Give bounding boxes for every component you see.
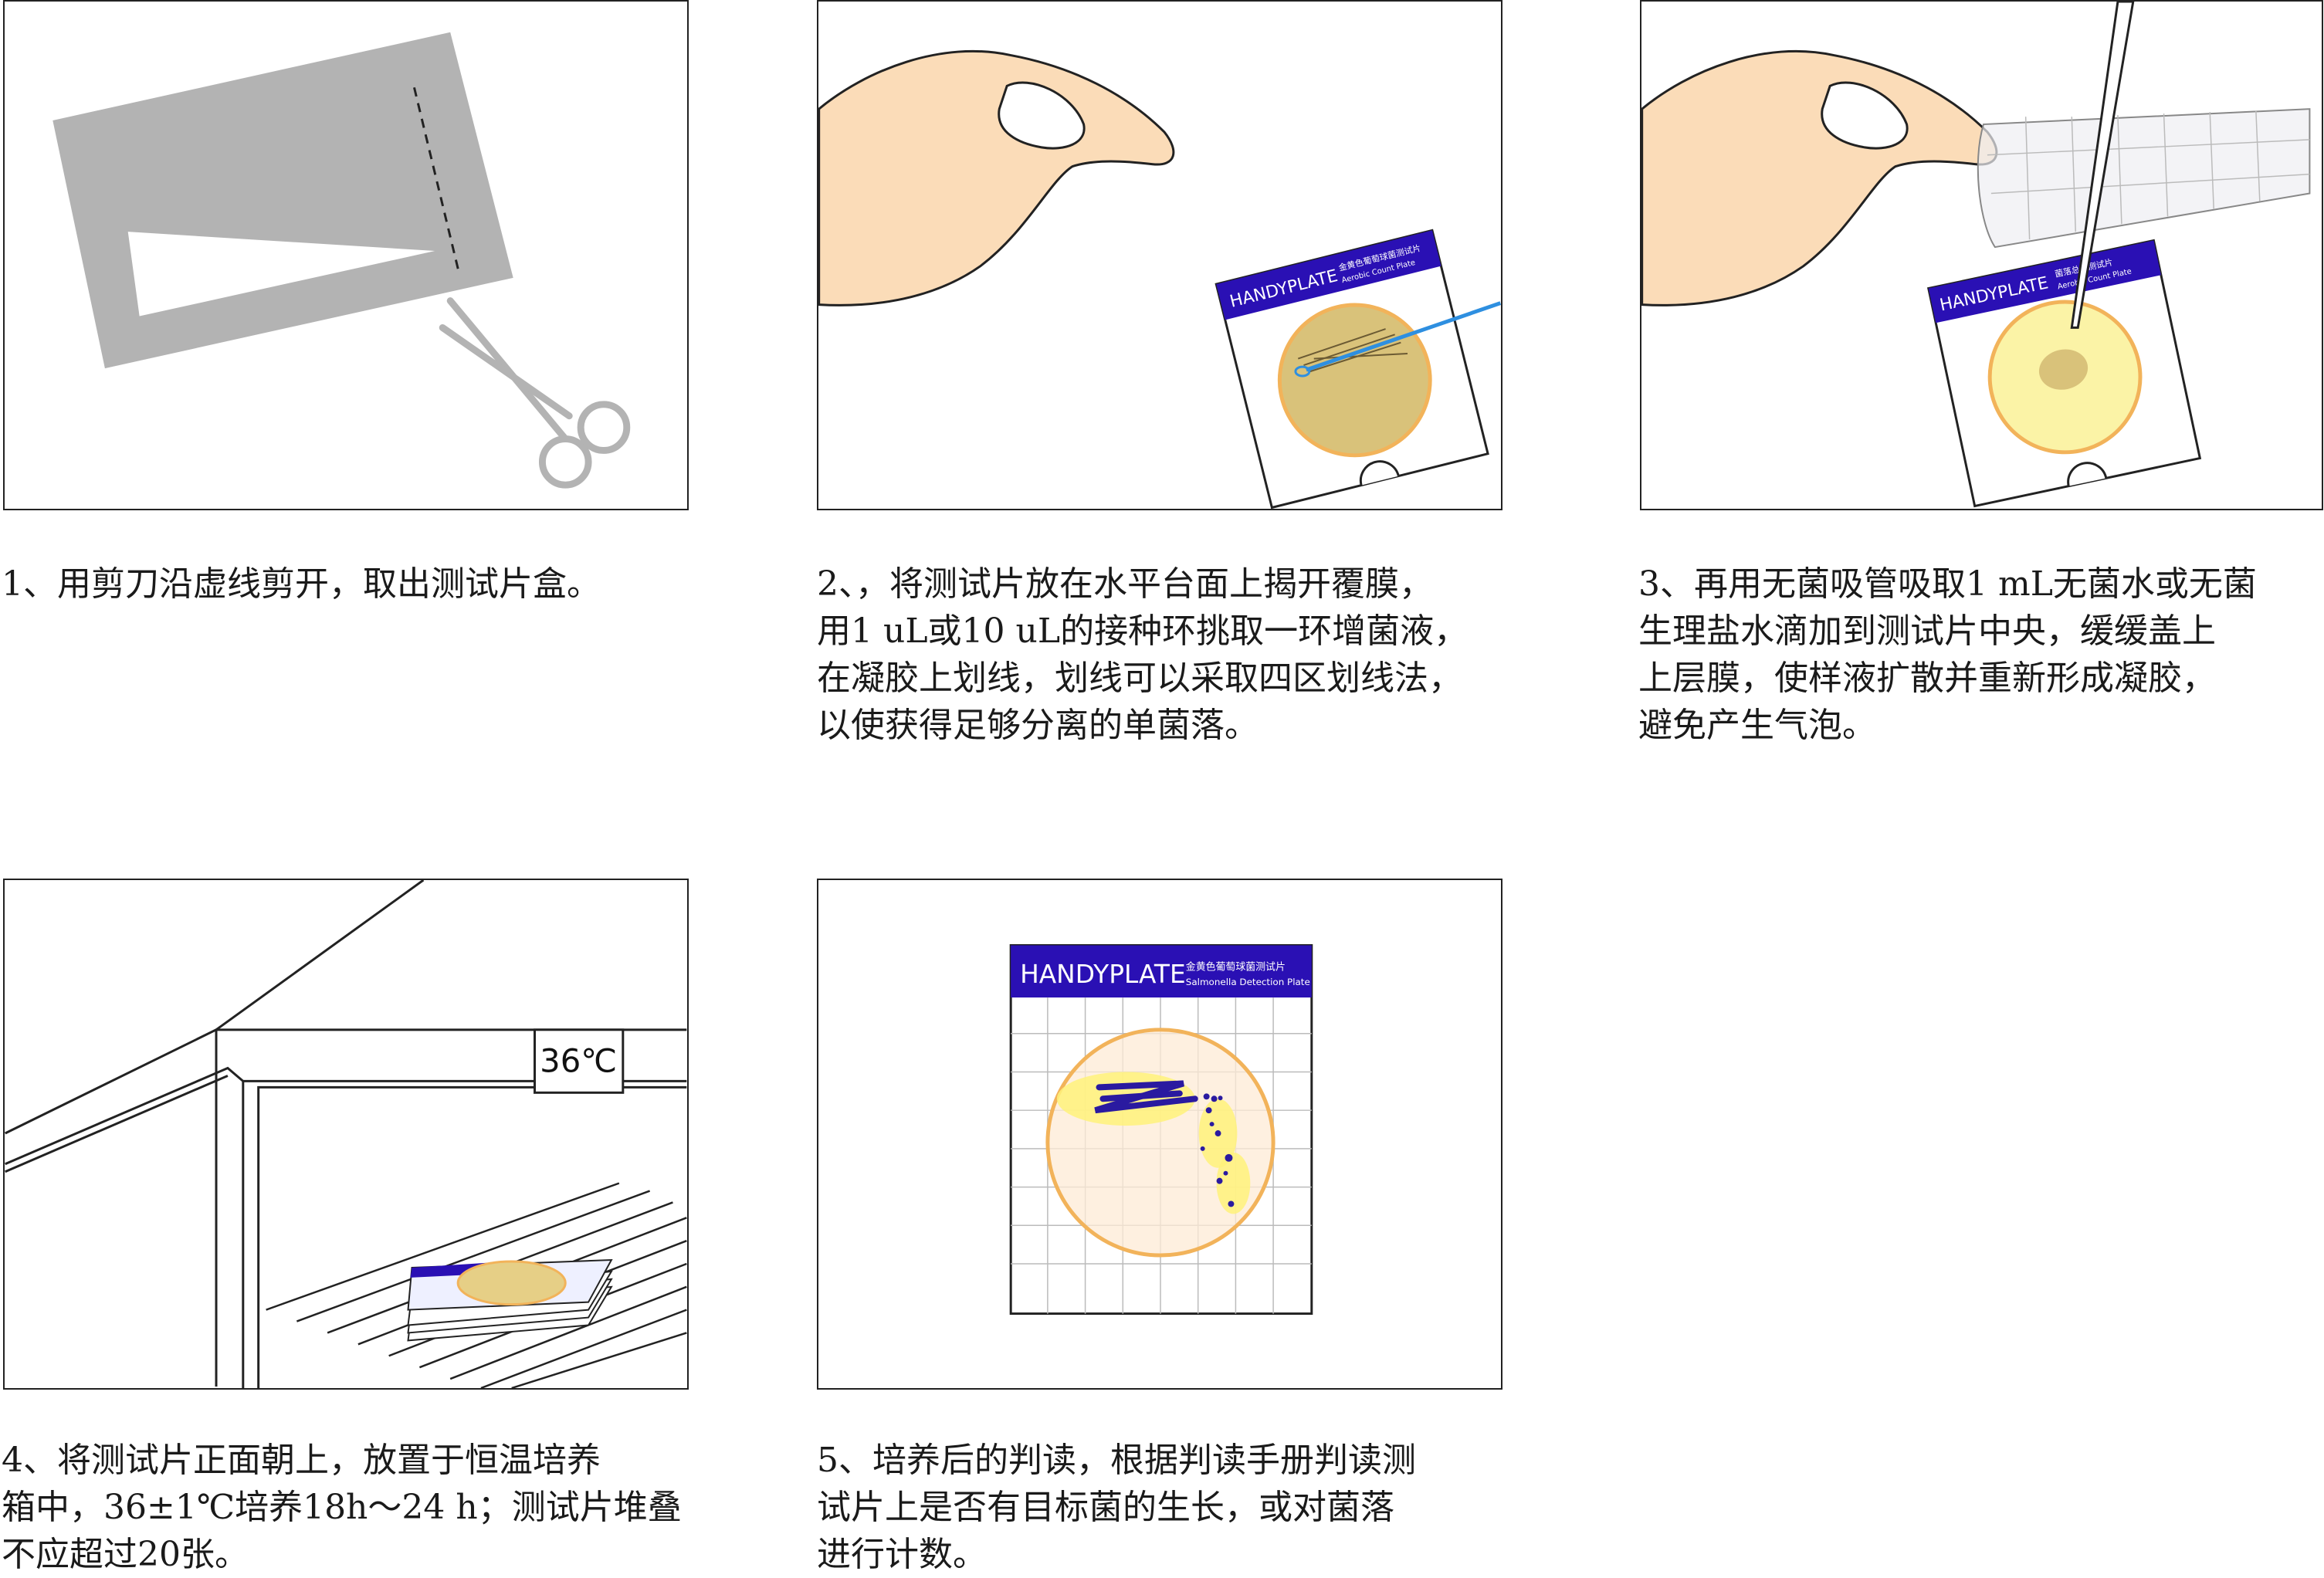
colony-dots	[1200, 1093, 1235, 1207]
test-plate: HANDYPLATE 菌落总数测试片 Aerobic Count Plate	[1926, 239, 2202, 508]
colony-reading-drawing: HANDYPLATE 金黄色葡萄球菌测试片 Salmonella Detecti…	[1009, 943, 1313, 1316]
hand-gap	[1821, 81, 1909, 150]
gel-circle	[1045, 1028, 1275, 1258]
plate-brand: HANDYPLATE	[1020, 960, 1186, 989]
scissors-icon	[439, 297, 631, 489]
inoculating-loop	[1306, 301, 1501, 372]
cover-film	[1977, 108, 2311, 249]
plate-notch	[1359, 460, 1400, 486]
step2-caption: 2、，将测试片放在水平台面上揭开覆膜， 用1 uL或10 uL的接种环挑取一环增…	[817, 564, 1469, 745]
streak-plate-drawing: HANDYPLATE 金黄色葡萄球菌测试片 Aerobic Count Plat…	[818, 49, 1501, 509]
hand-icon	[818, 49, 1175, 306]
hand-gap	[998, 81, 1086, 150]
test-plate: HANDYPLATE 金黄色葡萄球菌测试片 Aerobic Count Plat…	[1215, 229, 1489, 509]
step3-illustration: HANDYPLATE 菌落总数测试片 Aerobic Count Plate	[1640, 0, 2323, 510]
temperature-readout: 36℃	[540, 1041, 617, 1079]
water-drop	[2038, 349, 2089, 390]
plate-en-name: Salmonella Detection Plate	[1186, 977, 1310, 987]
incubator-drawing: 36℃	[5, 880, 687, 1388]
pipette-icon	[2070, 2, 2135, 329]
pipette-plate-drawing: HANDYPLATE 菌落总数测试片 Aerobic Count Plate	[1641, 2, 2311, 508]
step1-caption: 1、用剪刀沿虚线剪开，取出测试片盒。	[2, 564, 601, 604]
test-plate: HANDYPLATE 金黄色葡萄球菌测试片 Salmonella Detecti…	[1009, 943, 1313, 1316]
streak-lines	[1297, 328, 1408, 373]
colony-streaks	[1094, 1080, 1198, 1114]
step3-caption: 3、再用无菌吸管吸取1 mL无菌水或无菌 生理盐水滴加到测试片中央，缓缓盖上 上…	[1638, 564, 2257, 745]
gel-circle	[1277, 303, 1432, 458]
bag-tear-notch	[127, 232, 435, 317]
step4-caption: 4、将测试片正面朝上，放置于恒温培养 箱中，36±1℃培养18h～24 h；测试…	[2, 1441, 682, 1574]
step5-caption: 5、培养后的判读，根据判读手册判读测 试片上是否有目标菌的生长，或对菌落 进行计…	[817, 1441, 1416, 1574]
step5-illustration: HANDYPLATE 金黄色葡萄球菌测试片 Salmonella Detecti…	[817, 879, 1502, 1390]
plate-notch	[2067, 462, 2108, 486]
cut-bag-drawing	[53, 32, 631, 489]
plate-cn-name: 金黄色葡萄球菌测试片	[1186, 960, 1286, 973]
step2-illustration: HANDYPLATE 金黄色葡萄球菌测试片 Aerobic Count Plat…	[817, 0, 1502, 510]
step1-illustration	[3, 0, 689, 510]
loop-tip	[1294, 365, 1311, 378]
step4-illustration: 36℃	[3, 879, 689, 1390]
temperature-label: 36℃	[534, 1028, 625, 1094]
plate-stack	[407, 1258, 613, 1342]
hand-icon	[1641, 49, 1998, 306]
sample-bag	[53, 32, 513, 369]
